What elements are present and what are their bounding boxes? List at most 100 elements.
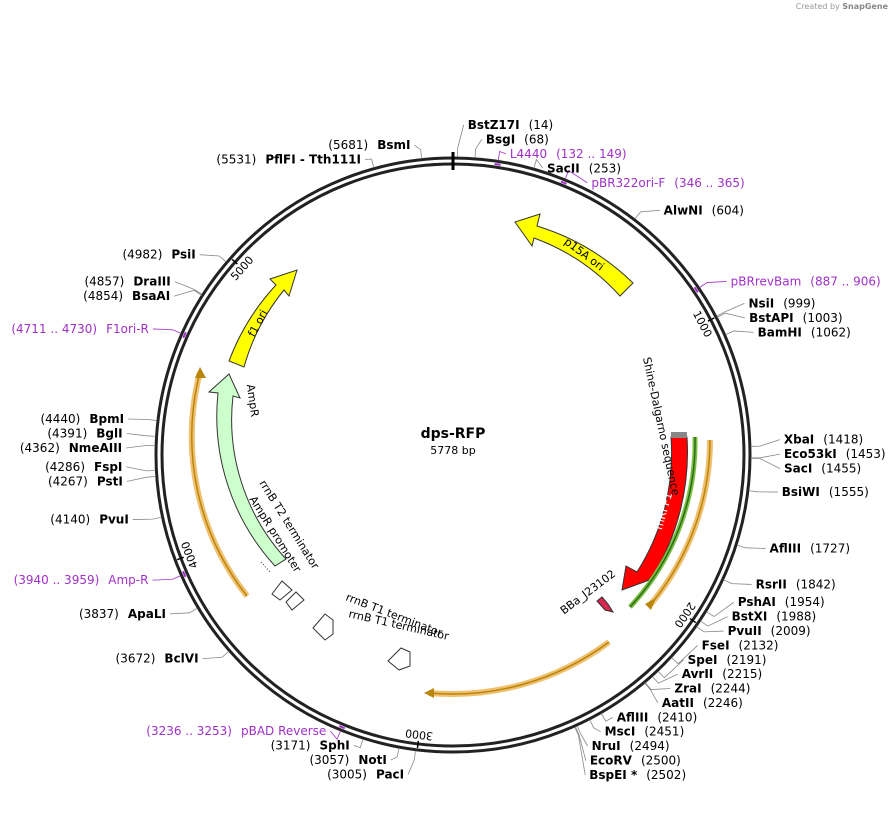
site-pos-24: (2500) bbox=[641, 754, 681, 768]
site-label-35[interactable]: (4391)BglI bbox=[47, 426, 122, 440]
site-label-21[interactable]: AflIII(2410) bbox=[617, 710, 697, 724]
feature-f1-ori[interactable] bbox=[228, 269, 298, 368]
site-label-38[interactable]: (4857)DraIII bbox=[84, 275, 170, 289]
site-leader-11 bbox=[736, 544, 766, 549]
site-labels: BstZ17I(14)BsgI(68)L4440(132 .. 149)SacI… bbox=[11, 118, 885, 782]
site-label-30[interactable]: (3837)ApaLI bbox=[79, 607, 166, 621]
feature-rrnb-t2[interactable] bbox=[271, 580, 293, 601]
primer-leader-0 bbox=[497, 151, 506, 161]
site-label-36[interactable]: (4440)BpmI bbox=[40, 412, 124, 426]
site-leader-12 bbox=[723, 579, 752, 585]
site-label-20[interactable]: AatII(2246) bbox=[662, 696, 743, 710]
primer-label-5[interactable]: (4711 .. 4730)F1ori-R bbox=[11, 322, 149, 336]
site-label-33[interactable]: (4286)FspI bbox=[45, 460, 122, 474]
site-label-32[interactable]: (4267)PstI bbox=[48, 474, 123, 488]
primer-label-0[interactable]: L4440(132 .. 149) bbox=[510, 147, 627, 161]
site-leader-35 bbox=[126, 433, 156, 437]
site-label-16[interactable]: FseI(2132) bbox=[702, 638, 779, 652]
site-pos-0: (14) bbox=[529, 118, 554, 132]
site-label-2[interactable]: SacII(253) bbox=[547, 161, 621, 175]
primer-pos-3: (3236 .. 3253) bbox=[146, 724, 232, 738]
site-label-3[interactable]: AlwNI(604) bbox=[664, 203, 744, 217]
site-pos-21: (2410) bbox=[657, 710, 697, 724]
primer-mark-1 bbox=[560, 180, 567, 185]
primer-pos-1: (346 .. 365) bbox=[674, 176, 744, 190]
site-name-9: SacI bbox=[784, 462, 812, 476]
site-label-18[interactable]: AvrII(2215) bbox=[682, 667, 762, 681]
primer-label-1[interactable]: pBR322ori-F(346 .. 365) bbox=[591, 176, 744, 190]
primer-label-3[interactable]: (3236 .. 3253)pBAD Reverse bbox=[146, 724, 326, 738]
site-label-27[interactable]: (3057)NotI bbox=[309, 753, 386, 767]
site-label-11[interactable]: AflIII(1727) bbox=[770, 541, 850, 555]
tick-3000 bbox=[416, 740, 420, 748]
tick-5000 bbox=[231, 258, 238, 265]
primer-label-4[interactable]: (3940 .. 3959)Amp-R bbox=[14, 573, 149, 587]
site-label-8[interactable]: Eco53kI(1453) bbox=[784, 447, 886, 461]
site-label-15[interactable]: PvuII(2009) bbox=[728, 624, 811, 638]
primer-pos-5: (4711 .. 4730) bbox=[11, 322, 97, 336]
feature-mrfp1[interactable] bbox=[621, 436, 688, 591]
site-name-11: AflIII bbox=[770, 541, 802, 555]
site-name-25: BspEI * bbox=[589, 768, 638, 782]
site-pos-39: (4982) bbox=[122, 248, 162, 262]
site-leader-6 bbox=[725, 330, 754, 335]
site-label-29[interactable]: (3672) BclVI bbox=[116, 652, 199, 666]
site-label-25[interactable]: BspEI *(2502) bbox=[589, 768, 686, 782]
feature-rrnb-t1-b[interactable] bbox=[387, 647, 411, 671]
site-label-5[interactable]: BstAPI(1003) bbox=[749, 311, 842, 325]
site-label-34[interactable]: (4362)NmeAIII bbox=[20, 441, 122, 455]
site-pos-32: (4267) bbox=[48, 474, 88, 488]
feature-rrnb-t1-a[interactable] bbox=[312, 613, 334, 641]
site-label-41[interactable]: (5681)BsmI bbox=[328, 138, 410, 152]
feature-ampr-promoter[interactable] bbox=[285, 591, 305, 611]
site-label-39[interactable]: (4982) PsiI bbox=[122, 248, 195, 262]
primer-leader-2 bbox=[699, 281, 727, 288]
site-leader-5 bbox=[717, 312, 746, 319]
site-name-0: BstZ17I bbox=[468, 118, 520, 132]
site-label-22[interactable]: MscI(2451) bbox=[605, 725, 685, 739]
site-label-6[interactable]: BamHI(1062) bbox=[758, 325, 851, 339]
site-label-13[interactable]: PshAI(1954) bbox=[738, 595, 825, 609]
site-label-40[interactable]: (5531)PflFI - Tth111I bbox=[216, 153, 361, 167]
site-label-17[interactable]: SpeI(2191) bbox=[688, 653, 767, 667]
site-name-27: NotI bbox=[358, 753, 387, 767]
site-pos-29: (3672) bbox=[116, 652, 156, 666]
primer-mark-2 bbox=[693, 286, 699, 293]
site-leader-3 bbox=[634, 209, 660, 220]
primer-label-2[interactable]: pBRrevBam(887 .. 906) bbox=[731, 274, 881, 288]
site-label-23[interactable]: NruI(2494) bbox=[592, 739, 670, 753]
site-name-39: PsiI bbox=[171, 248, 195, 262]
site-label-10[interactable]: BsiWI(1555) bbox=[782, 485, 869, 499]
site-leader-10 bbox=[748, 490, 778, 493]
site-label-37[interactable]: (4854)BsaAI bbox=[83, 289, 170, 303]
site-leader-38 bbox=[174, 281, 203, 295]
site-pos-31: (4140) bbox=[50, 513, 90, 527]
site-pos-33: (4286) bbox=[45, 460, 85, 474]
plasmid-length: 5778 bp bbox=[430, 444, 475, 457]
site-label-28[interactable]: (3171)SphI bbox=[271, 739, 350, 753]
site-label-9[interactable]: SacI(1455) bbox=[784, 462, 861, 476]
site-name-29: BclVI bbox=[164, 652, 198, 666]
site-label-1[interactable]: BsgI(68) bbox=[486, 132, 549, 146]
tick-2000 bbox=[689, 617, 697, 624]
site-label-26[interactable]: (3005)PacI bbox=[327, 768, 404, 782]
site-leader-27 bbox=[390, 747, 400, 761]
feature-ampr[interactable] bbox=[207, 373, 287, 567]
feature-orange-arc-2[interactable] bbox=[428, 639, 611, 698]
primer-marks bbox=[182, 162, 699, 730]
site-label-24[interactable]: EcoRV(2500) bbox=[590, 754, 681, 768]
site-label-12[interactable]: RsrII(1842) bbox=[756, 577, 836, 591]
site-label-31[interactable]: (4140)PvuI bbox=[50, 513, 129, 527]
site-label-14[interactable]: BstXI(1988) bbox=[732, 610, 817, 624]
primer-leader-3 bbox=[330, 730, 341, 741]
feature-bba-j23102[interactable] bbox=[596, 596, 615, 613]
site-label-4[interactable]: NsiI(999) bbox=[748, 296, 815, 310]
feature-p15a-ori[interactable] bbox=[514, 213, 634, 297]
site-label-19[interactable]: ZraI(2244) bbox=[674, 682, 750, 696]
site-pos-2: (253) bbox=[589, 161, 621, 175]
site-name-22: MscI bbox=[605, 725, 636, 739]
site-label-7[interactable]: XbaI(1418) bbox=[784, 433, 863, 447]
site-pos-19: (2244) bbox=[711, 682, 751, 696]
site-label-0[interactable]: BstZ17I (14) bbox=[468, 118, 554, 132]
